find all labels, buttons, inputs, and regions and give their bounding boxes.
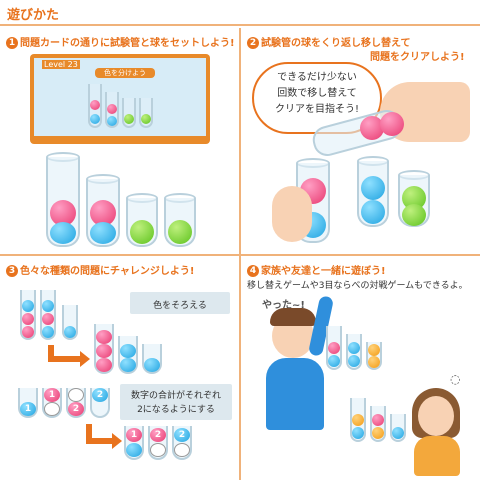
card-center-label: 色を分けよう: [95, 68, 155, 78]
ball-blue: [348, 342, 360, 354]
number-ball: 1: [126, 428, 142, 442]
ball-blue: [144, 358, 160, 372]
number-ball: 2: [92, 388, 108, 402]
ball-pink: [22, 326, 34, 338]
ball-green: [402, 204, 426, 226]
ball-white: [44, 402, 60, 416]
bubble-line3: クリアを目指そう!: [274, 104, 359, 115]
ball-orange: [372, 427, 384, 439]
ball-blue: [361, 200, 385, 224]
ball-blue: [126, 443, 142, 457]
step4-text: 家族や友達と一緒に遊ぼう!: [261, 266, 386, 277]
card-ball: [107, 104, 117, 114]
number-ball: 1: [44, 388, 60, 402]
step3-text: 色々な種類の問題にチャレンジしよう!: [20, 266, 195, 277]
ball-blue: [392, 427, 404, 439]
ball-pink: [42, 313, 54, 325]
confused-icon: ◌: [450, 372, 461, 386]
ball-blue: [22, 300, 34, 312]
label-box-1: [130, 292, 230, 314]
step3-number: 3: [6, 265, 18, 277]
horizontal-divider: [0, 254, 480, 256]
label-sum-line1: 数字の合計がそれぞれ: [130, 391, 221, 401]
ball-white: [68, 388, 84, 402]
arrow-icon: [86, 424, 92, 442]
label-color-match: 色をそろえる: [153, 301, 207, 311]
ball-blue: [42, 326, 54, 338]
girl-body-icon: [414, 436, 460, 476]
step4-description: 移し替えゲームや3目ならべの対戦ゲームもできるよ。: [247, 281, 468, 291]
bubble-line2: 回数で移し替えて: [277, 88, 357, 99]
card-level-label: Level 23: [42, 60, 80, 69]
speech-bubble: できるだけ少ない 回数で移し替えて クリアを目指そう!: [252, 62, 382, 134]
boy-hair-icon: [270, 308, 316, 326]
ball-pink: [90, 200, 116, 226]
page-title: 遊びかた: [7, 8, 60, 23]
ball-white: [174, 443, 190, 457]
ball-blue: [50, 222, 76, 244]
step2-number: 2: [247, 37, 259, 49]
number-ball: 2: [68, 402, 84, 416]
ball-blue: [120, 344, 136, 358]
label-box-2: [120, 384, 232, 420]
ball-pink: [380, 112, 404, 136]
number-ball: 2: [174, 428, 190, 442]
label-sum-line2: 2になるようにする: [137, 405, 215, 415]
number-ball: 1: [20, 402, 36, 416]
step2-text: 試験管の球をくり返し移し替えて: [261, 38, 411, 49]
arrow-icon: [86, 438, 112, 444]
card-ball: [124, 114, 134, 124]
ball-white: [150, 443, 166, 457]
card-ball: [141, 114, 151, 124]
card-ball: [107, 116, 117, 126]
arrow-icon: [48, 356, 80, 362]
boy-body-icon: [266, 358, 324, 430]
ball-blue: [90, 222, 116, 244]
ball-pink: [96, 344, 112, 358]
card-ball: [90, 114, 100, 124]
ball-blue: [120, 358, 136, 372]
header-divider: [0, 24, 480, 26]
ball-blue: [328, 355, 340, 367]
card-ball: [90, 100, 100, 110]
ball-blue: [42, 300, 54, 312]
header: [0, 0, 480, 27]
number-ball: 2: [150, 428, 166, 442]
ball-pink: [372, 414, 384, 426]
ball-pink: [96, 330, 112, 344]
arrow-head-icon: [112, 433, 122, 449]
ball-pink: [50, 200, 76, 226]
ball-blue: [352, 427, 364, 439]
boy-shout: やった~!: [262, 300, 305, 311]
arrow-head-icon: [80, 351, 90, 367]
bubble-line1: できるだけ少ない: [277, 72, 357, 83]
step4-number: 4: [247, 265, 259, 277]
arrow-icon: [48, 345, 54, 361]
step1-text: 問題カードの通りに試験管と球をセットしよう!: [20, 38, 235, 49]
ball-blue: [348, 355, 360, 367]
ball-blue: [64, 326, 76, 338]
ball-pink: [22, 313, 34, 325]
ball-green: [130, 220, 154, 244]
hand-icon: [272, 186, 312, 242]
ball-orange: [352, 414, 364, 426]
ball-pink: [328, 342, 340, 354]
girl-face-icon: [418, 396, 454, 436]
step1-number: 1: [6, 37, 18, 49]
ball-blue: [361, 176, 385, 200]
ball-green: [168, 220, 192, 244]
step2-text-line2: 問題をクリアしよう!: [370, 52, 465, 63]
ball-orange: [368, 344, 380, 356]
ball-orange: [368, 356, 380, 368]
ball-pink: [96, 358, 112, 372]
